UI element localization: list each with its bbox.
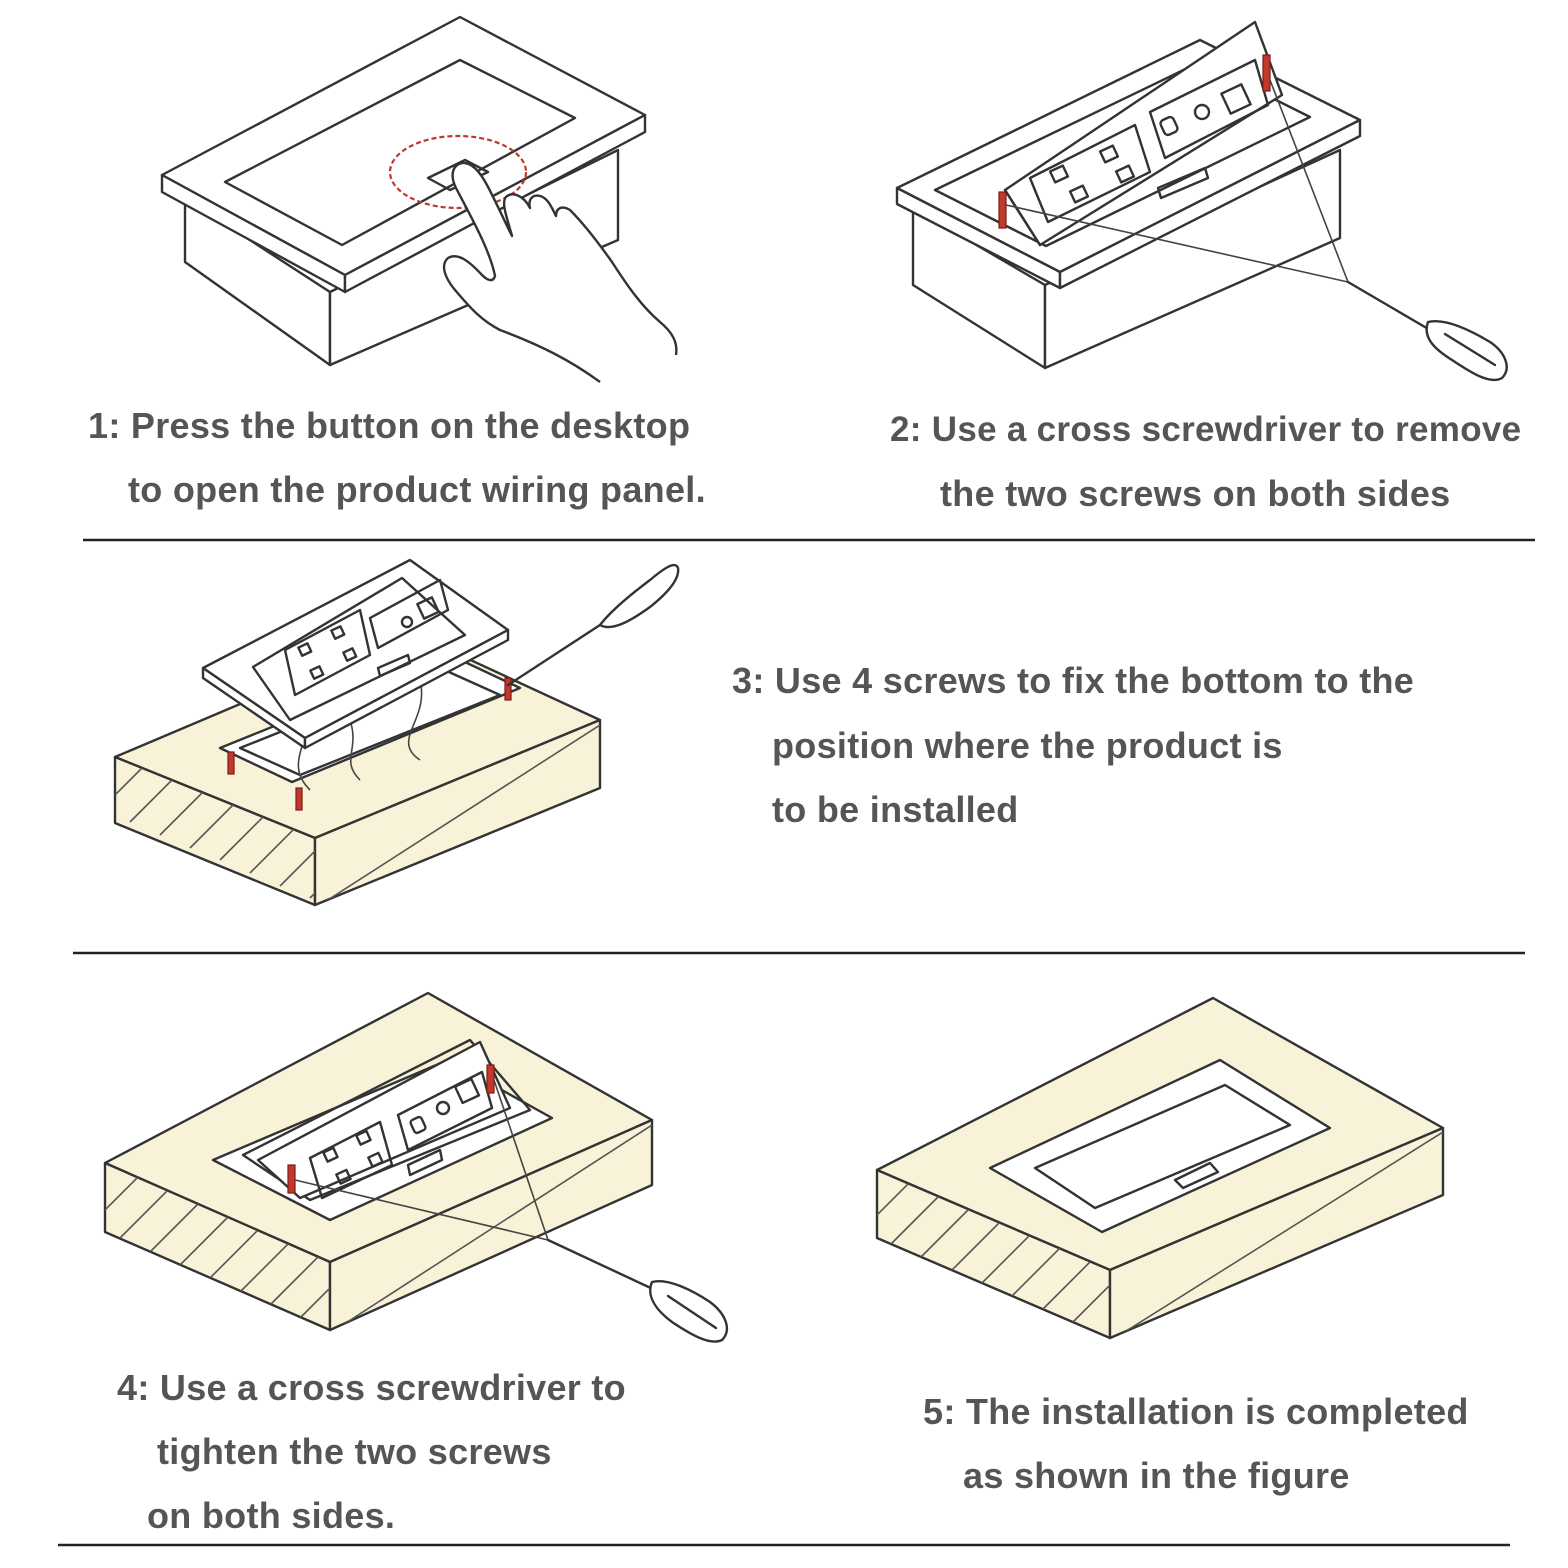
step3-caption-line2: position where the product is	[772, 725, 1283, 766]
screw-icon	[486, 1064, 495, 1094]
screw-icon	[1262, 54, 1271, 92]
screw-icon	[998, 191, 1007, 229]
screwdriver-icon	[1346, 280, 1508, 382]
step2-caption-line2: the two screws on both sides	[940, 473, 1451, 514]
step1-caption-line2: to open the product wiring panel.	[128, 469, 706, 510]
step5-caption-line1: 5: The installation is completed	[923, 1391, 1469, 1432]
step1-caption-line1: 1: Press the button on the desktop	[88, 405, 691, 446]
step3-caption-line3: to be installed	[772, 789, 1019, 830]
button-highlight-circle	[388, 134, 528, 210]
step4-illustration	[103, 991, 729, 1343]
hand-pointer-icon	[442, 161, 678, 383]
step5-caption-line2: as shown in the figure	[963, 1455, 1350, 1496]
step4-caption-line3: on both sides.	[147, 1495, 396, 1536]
step2-caption-line1: 2: Use a cross screwdriver to remove	[890, 410, 1522, 449]
step2-illustration	[895, 20, 1508, 382]
screwdriver-icon	[506, 563, 680, 687]
screw-icon	[295, 787, 303, 811]
screwdriver-icon	[546, 1238, 729, 1343]
screw-icon	[504, 677, 512, 701]
step5-illustration	[875, 996, 1445, 1340]
screw-icon	[287, 1164, 296, 1194]
step3-caption-line1: 3: Use 4 screws to fix the bottom to the	[732, 660, 1415, 701]
step3-illustration	[113, 558, 680, 907]
step4-caption-line1: 4: Use a cross screwdriver to	[117, 1367, 626, 1408]
step1-illustration	[160, 15, 678, 383]
step4-caption-line2: tighten the two screws	[157, 1431, 552, 1472]
screw-icon	[227, 751, 235, 775]
